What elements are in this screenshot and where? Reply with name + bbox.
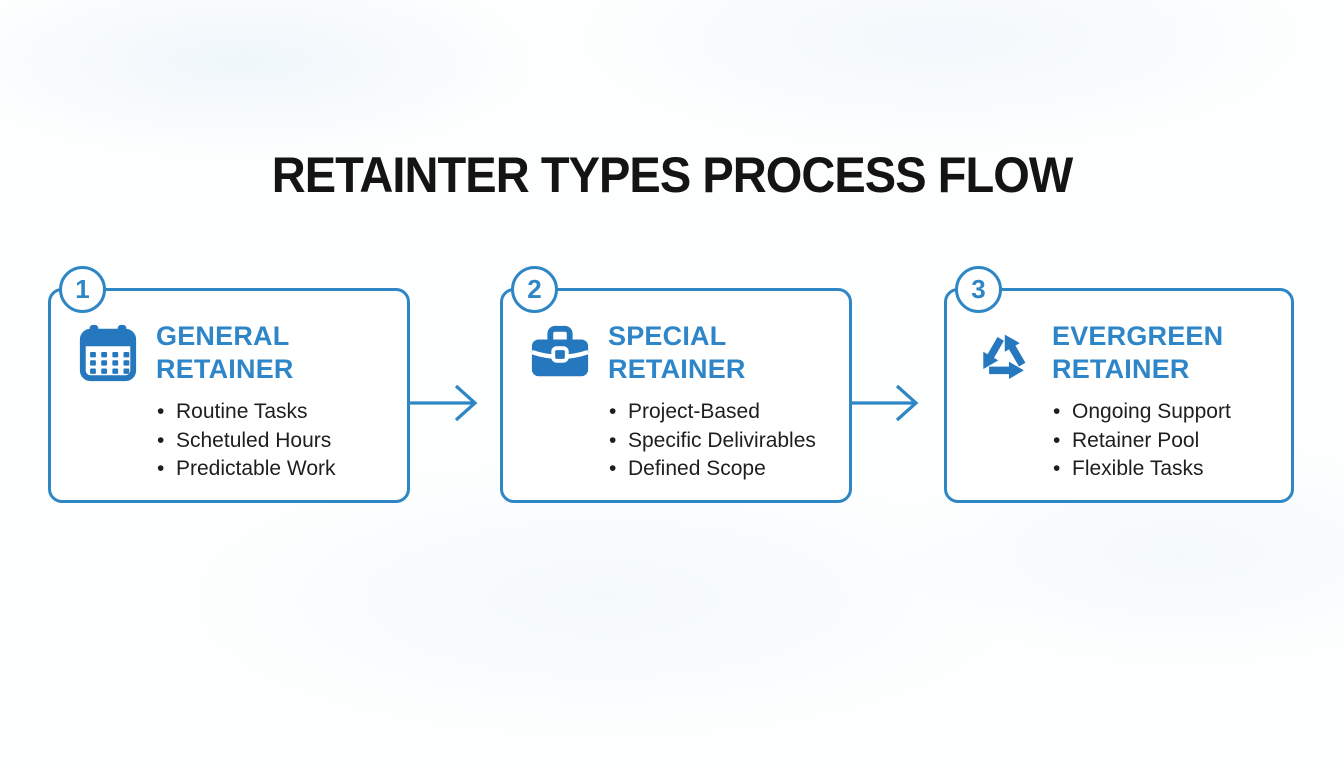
calendar-icon <box>77 322 139 384</box>
list-item: Project-Based <box>607 398 849 427</box>
feature-list: Routine Tasks Schetuled Hours Predictabl… <box>155 398 407 484</box>
step-title-line2: RETAINER <box>156 354 294 384</box>
feature-list: Ongoing Support Retainer Pool Flexible T… <box>1051 398 1291 484</box>
list-item: Specific Delivirables <box>607 427 849 456</box>
step-title-line1: SPECIAL <box>608 321 727 351</box>
list-item: Retainer Pool <box>1051 427 1291 456</box>
list-item: Routine Tasks <box>155 398 407 427</box>
feature-list: Project-Based Specific Delivirables Defi… <box>607 398 849 484</box>
step-title-line2: RETAINER <box>608 354 746 384</box>
step-number-badge: 3 <box>955 266 1002 313</box>
list-item: Defined Scope <box>607 455 849 484</box>
step-title-line2: RETAINER <box>1052 354 1190 384</box>
list-item: Predictable Work <box>155 455 407 484</box>
briefcase-icon <box>529 322 591 384</box>
list-item: Ongoing Support <box>1051 398 1291 427</box>
page-title: RETAINTER TYPES PROCESS FLOW <box>271 147 1074 203</box>
arrow-right-icon <box>408 381 486 425</box>
step-title-line1: GENERAL <box>156 321 290 351</box>
list-item: Flexible Tasks <box>1051 455 1291 484</box>
step-title-line1: EVERGREEN <box>1052 321 1224 351</box>
step-number-badge: 1 <box>59 266 106 313</box>
arrow-right-icon <box>849 381 927 425</box>
step-number-badge: 2 <box>511 266 558 313</box>
recycle-icon <box>973 322 1035 384</box>
list-item: Schetuled Hours <box>155 427 407 456</box>
